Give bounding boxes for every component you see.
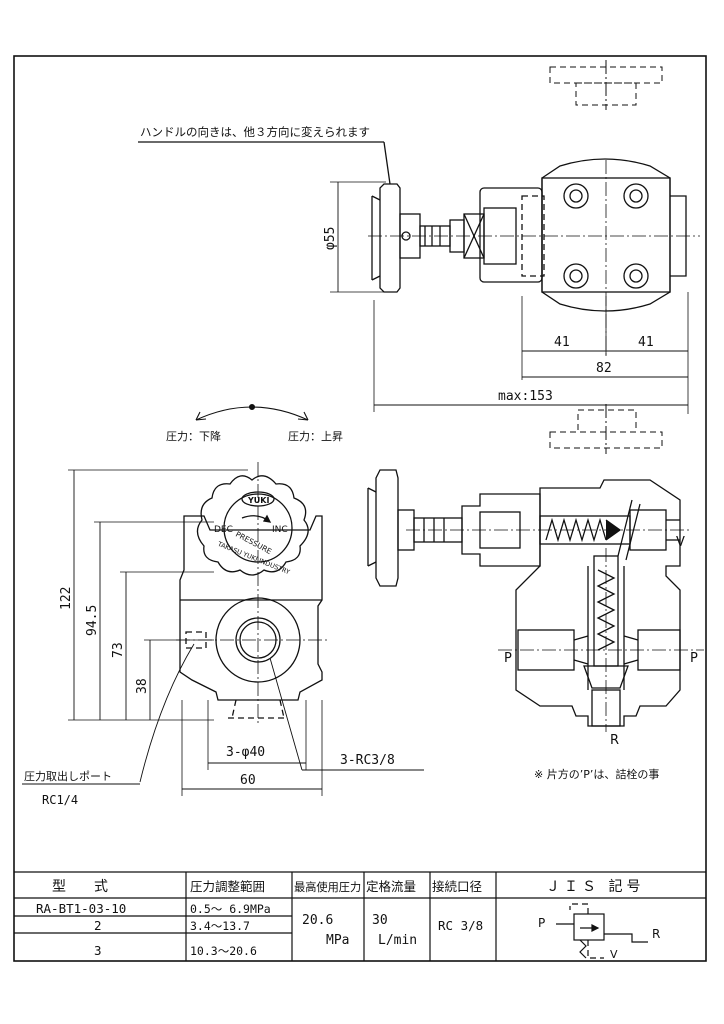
port-p-left: P (504, 651, 512, 666)
row3-model: 3 (94, 943, 102, 958)
port-v: V (676, 535, 685, 550)
plug-note: ※ 片方の’P’は、詰栓の事 (534, 767, 659, 781)
top-view (138, 141, 700, 414)
dim-3-rc38: 3-RC3/8 (340, 753, 395, 768)
row1-model: RA-BT1-03-10 (36, 901, 126, 916)
header-range: 圧力調整範囲 (190, 879, 265, 894)
sheet-border (13, 55, 707, 962)
knob-inc: INC (272, 525, 288, 535)
row3-range: 10.3～20.6 (190, 944, 257, 958)
gauge-port-label: 圧力取出しポート (24, 769, 112, 783)
knob-dec: DEC (214, 525, 233, 535)
section-view (367, 469, 704, 732)
knob-brand: YUKI (247, 496, 269, 505)
header-model: 型 式 (52, 879, 108, 895)
handle-note: ハンドルの向きは、他３方向に変えられます (140, 125, 370, 139)
port-p-right: P (690, 651, 698, 666)
jis-symbol (556, 903, 648, 959)
spec-table-grid (14, 871, 706, 961)
header-flow: 定格流量 (366, 879, 416, 894)
front-view (22, 462, 424, 796)
label-pressure-down: 圧力：下降 (166, 429, 221, 443)
dim-max153: max:153 (498, 389, 553, 404)
header-connection: 接続口径 (432, 879, 482, 894)
jis-r: R (652, 927, 660, 941)
max-pressure-unit: MPa (326, 933, 349, 948)
jis-v: V (610, 948, 618, 961)
dim-3-phi40: 3-φ40 (226, 745, 265, 760)
dim-73: 73 (111, 642, 126, 658)
dim-94-5: 94.5 (85, 605, 100, 636)
dim-122: 122 (59, 587, 74, 610)
dim-38: 38 (135, 678, 150, 694)
dim-82: 82 (596, 361, 612, 376)
max-pressure-value: 20.6 (302, 913, 333, 928)
rotation-arrow (195, 403, 309, 421)
port-r: R (610, 733, 619, 748)
dim-41-left: 41 (554, 335, 570, 350)
phantom-handle-top (549, 60, 663, 110)
flow-unit: L/min (378, 933, 417, 948)
row2-model: 2 (94, 918, 102, 933)
flow-value: 30 (372, 913, 388, 928)
gauge-port-size: RC1/4 (42, 793, 78, 807)
row1-range: 0.5～ 6.9MPa (190, 902, 271, 916)
dim-60: 60 (240, 773, 256, 788)
dim-41-right: 41 (638, 335, 654, 350)
header-jis: ＪＩＳ 記号 (546, 878, 644, 895)
connection-size: RC 3/8 (438, 918, 483, 933)
header-max-pressure: 最高使用圧力 (294, 880, 361, 894)
row2-range: 3.4～13.7 (190, 919, 250, 933)
jis-p: P (538, 916, 545, 930)
phantom-handle-bottom (549, 404, 663, 454)
label-pressure-up: 圧力：上昇 (288, 430, 343, 443)
dim-phi55: φ55 (323, 227, 338, 250)
